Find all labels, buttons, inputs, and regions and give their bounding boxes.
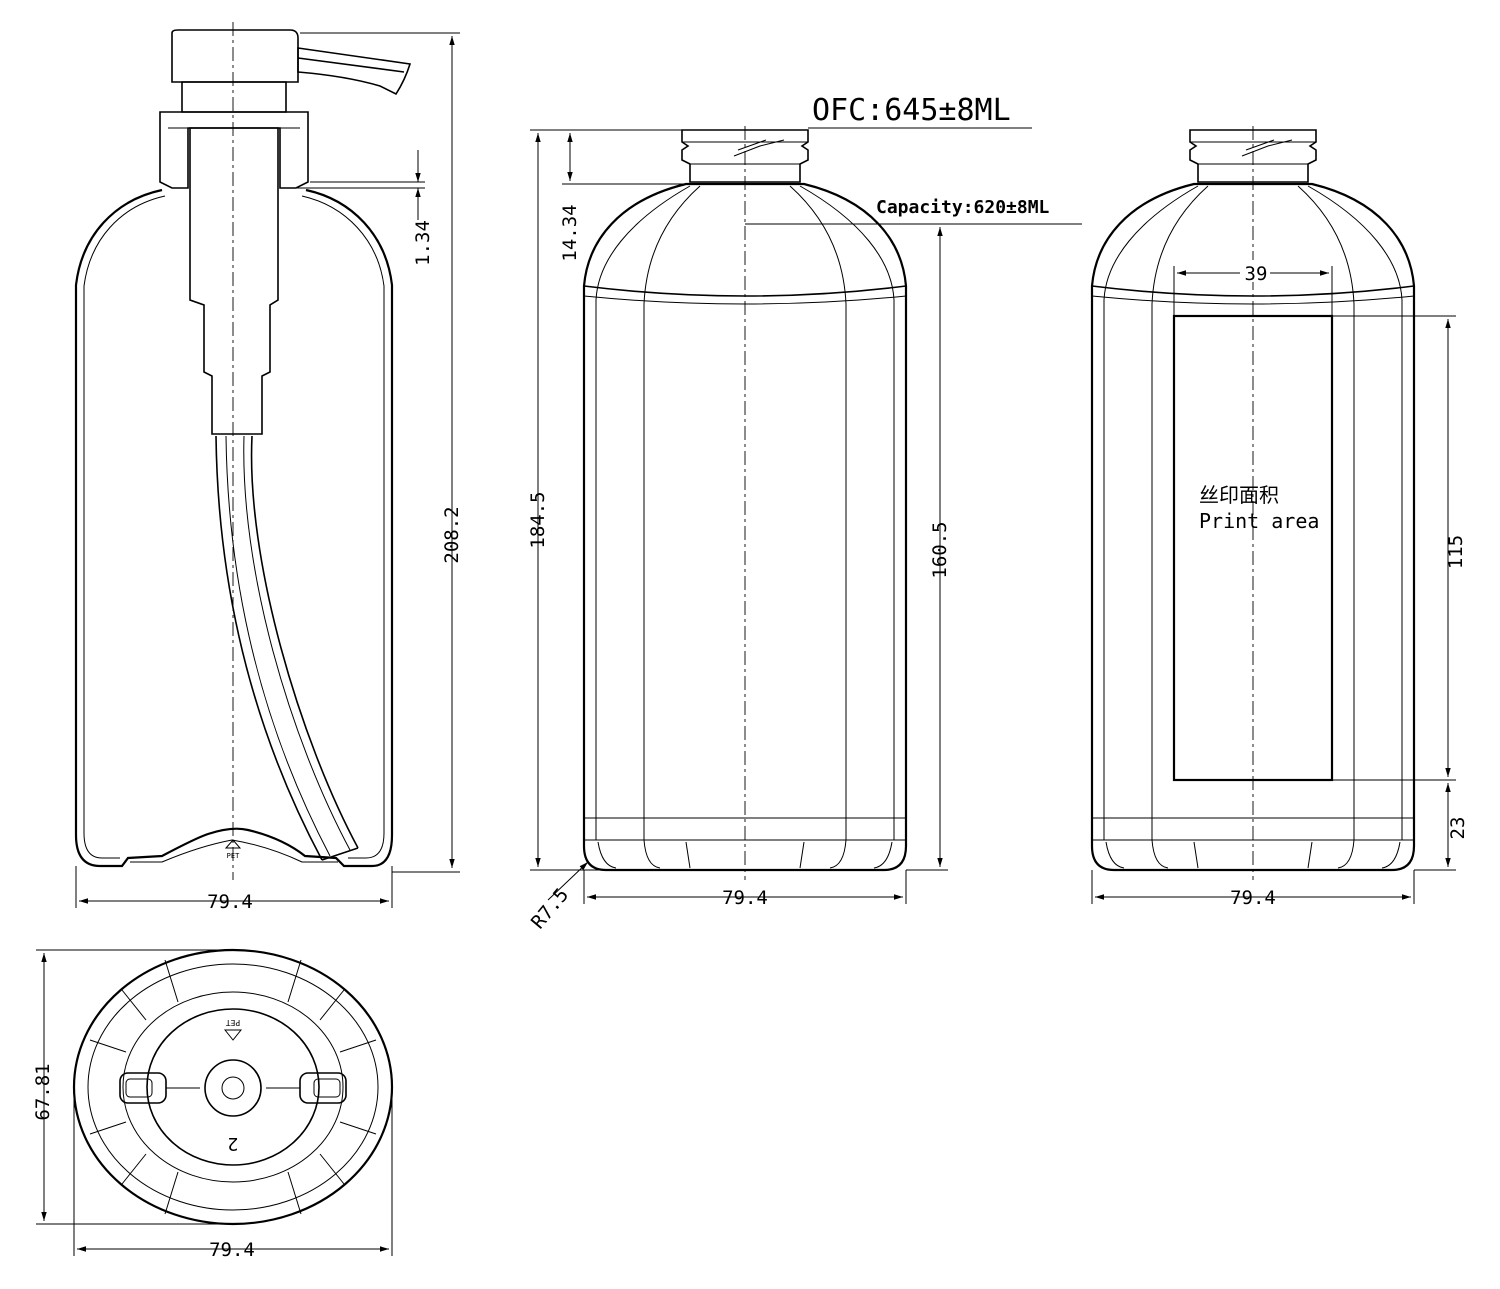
dim-front-width: 79.4 xyxy=(722,887,768,909)
radius-label: R7.5 xyxy=(527,884,573,933)
bottle-outline xyxy=(74,188,394,868)
dim-side-height: 208.2 xyxy=(441,506,463,563)
dim-print-width: 39 xyxy=(1245,263,1268,285)
dim-side-width: 79.4 xyxy=(207,891,253,913)
dim-front-neck: 14.34 xyxy=(559,204,581,261)
base-lug-right xyxy=(266,1072,347,1104)
dim-print-height: 115 xyxy=(1445,535,1467,569)
dim-front-body: 160.5 xyxy=(929,521,951,578)
dim-base-height: 67.81 xyxy=(32,1063,54,1120)
base-lug-left xyxy=(119,1072,200,1104)
front-bottle-outline xyxy=(582,182,908,872)
back-bottle-outline xyxy=(1090,182,1416,872)
dim-print-bottom: 23 xyxy=(1447,817,1469,840)
mold-number: 2 xyxy=(228,1133,239,1154)
dim-base-width: 79.4 xyxy=(209,1239,255,1261)
base-view: PET 2 67.81 79.4 xyxy=(32,948,394,1261)
dim-back-width: 79.4 xyxy=(1230,887,1276,909)
back-view: 丝印面积 Print area 39 115 23 79.4 xyxy=(1090,126,1469,909)
print-area-label-en: Print area xyxy=(1199,509,1319,533)
front-view: OFC:645±8ML Capacity:620±8ML 184.5 14.34… xyxy=(527,93,1082,933)
pump-head xyxy=(159,29,412,861)
svg-text:PET: PET xyxy=(226,1018,241,1027)
print-area-label-cn: 丝印面积 xyxy=(1199,483,1279,507)
dim-front-height: 184.5 xyxy=(527,491,549,548)
ofc-label: OFC:645±8ML xyxy=(812,93,1011,128)
base-pet-icon: PET xyxy=(223,1018,243,1041)
base-outline xyxy=(72,948,394,1226)
dim-side-gap: 1.34 xyxy=(412,220,434,266)
side-section-view: PET 208.2 xyxy=(74,22,463,913)
capacity-label: Capacity:620±8ML xyxy=(876,197,1050,218)
